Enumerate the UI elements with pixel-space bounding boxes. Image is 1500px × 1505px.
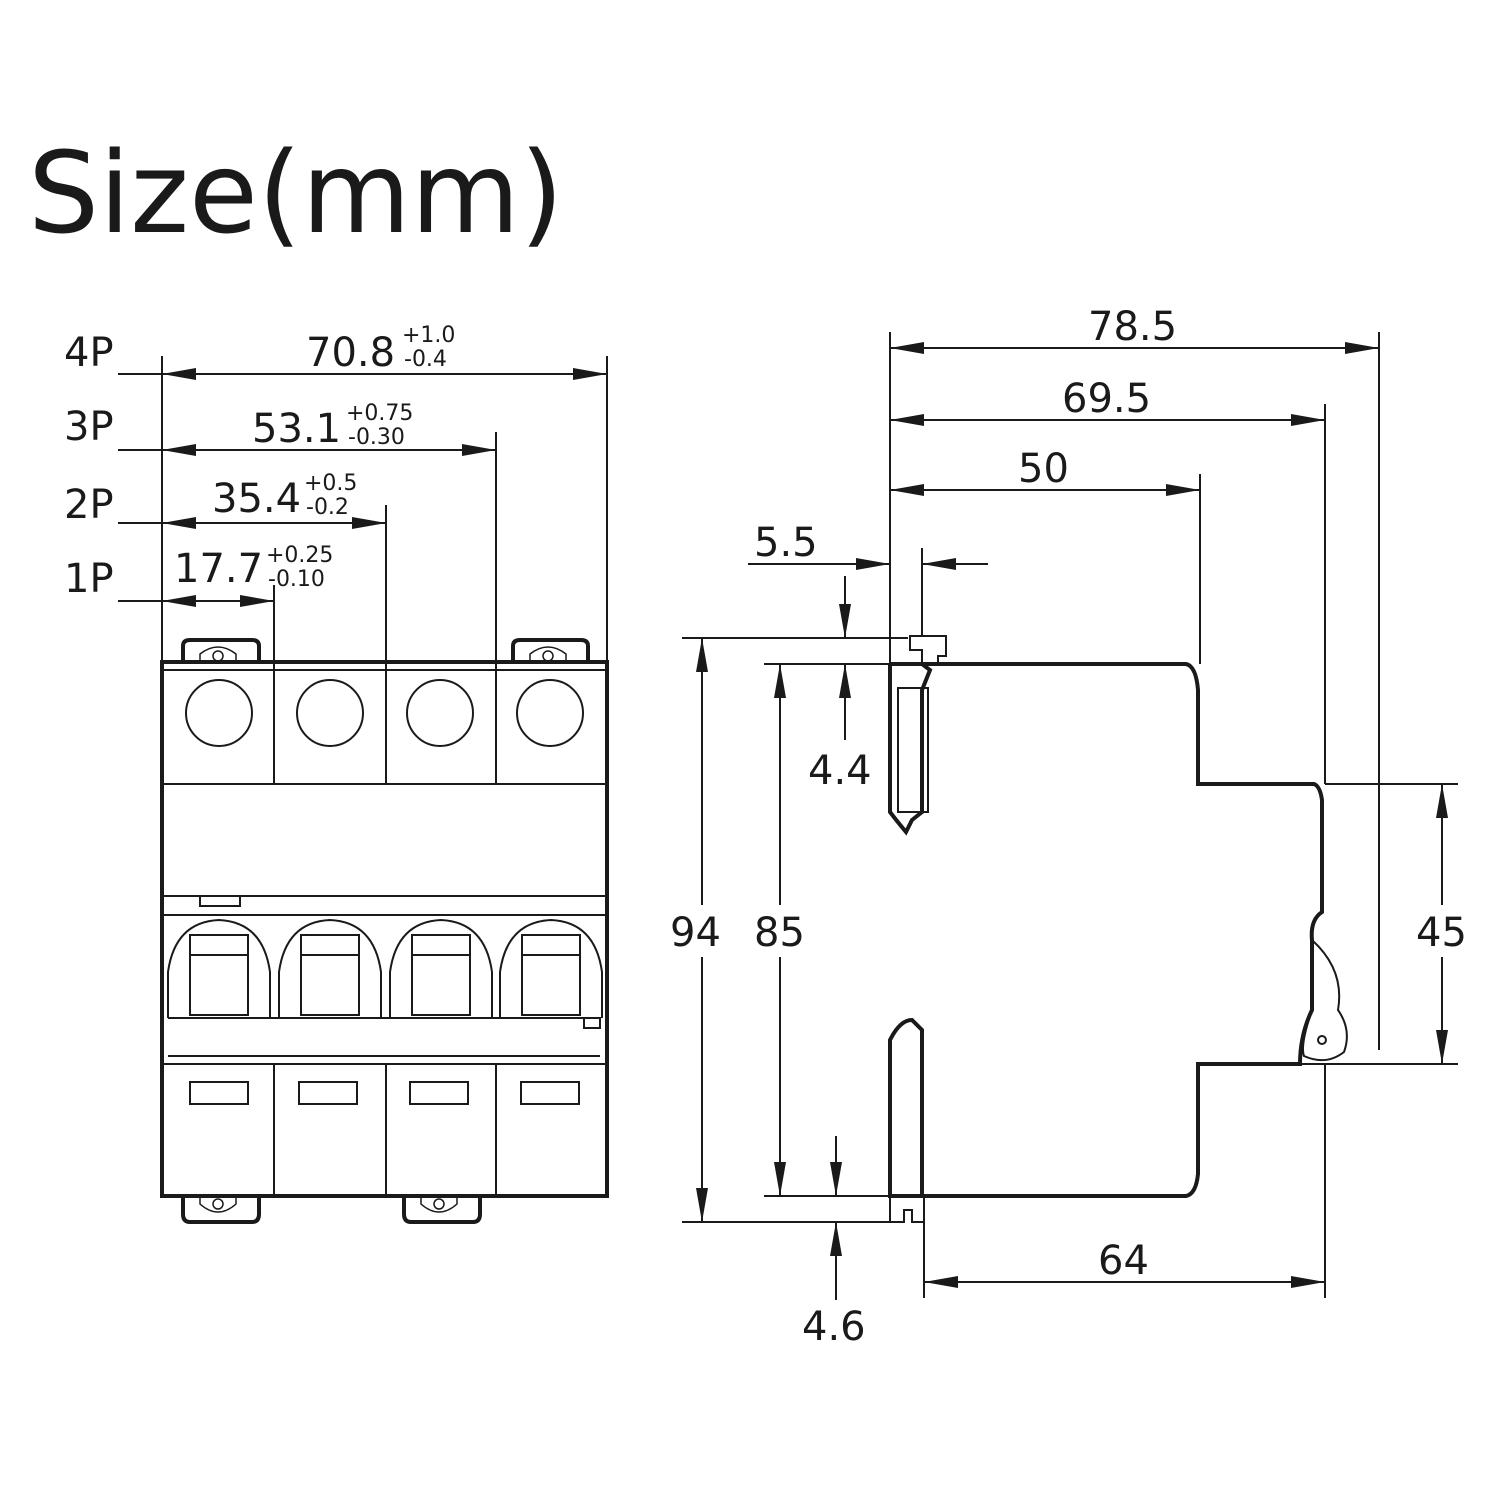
dimension-4p: 4P 70.8 +1.0 -0.4 (64, 323, 607, 380)
toggle-handle-1 (167, 918, 271, 1018)
dimension-1p: 1P 17.7 +0.25 -0.10 (64, 543, 333, 607)
pole-label-4p: 4P (64, 330, 114, 376)
window-4 (520, 1081, 580, 1105)
side-view-breaker (888, 635, 1348, 1223)
width-4p-tol-plus: +1.0 (402, 323, 455, 348)
depth-mid-value: 69.5 (1062, 376, 1151, 422)
toggle-handle-2 (278, 918, 382, 1018)
bottom-gap-value: 4.6 (802, 1304, 866, 1350)
width-1p-tol-minus: -0.10 (268, 567, 325, 592)
toggle-handles (167, 918, 603, 1018)
window-1 (189, 1081, 249, 1105)
bottom-clip-middle (402, 1196, 482, 1224)
depth-total-value: 78.5 (1088, 304, 1177, 350)
terminal-screw-1 (185, 679, 253, 747)
front-height-value: 45 (1416, 910, 1467, 956)
side-bottom-latch (888, 1017, 924, 1198)
pole-label-3p: 3P (64, 404, 114, 450)
front-view-breaker (160, 638, 609, 1224)
width-3p-value: 53.1 (252, 406, 341, 452)
breaker-front-outline (160, 660, 609, 1198)
width-2p-value: 35.4 (212, 476, 301, 522)
side-profile-outline (922, 662, 1324, 1198)
front-view-dimensions: 4P 70.8 +1.0 -0.4 3P 53.1 +0.75 -0.30 2P… (64, 323, 608, 662)
toggle-handle-4 (499, 918, 603, 1018)
page-title: Size(mm) (28, 129, 564, 259)
height-body-value: 85 (754, 910, 805, 956)
rail-offset-value: 5.5 (754, 520, 818, 566)
width-2p-tol-minus: -0.2 (306, 495, 349, 520)
side-top-latch (888, 662, 933, 836)
width-3p-tol-plus: +0.75 (346, 401, 413, 426)
pole-label-1p: 1P (64, 556, 114, 602)
top-clip-right (511, 638, 590, 662)
terminal-screw-2 (296, 679, 364, 747)
top-gap-value: 4.4 (808, 748, 872, 794)
depth-from-rail-value: 64 (1098, 1238, 1149, 1284)
width-1p-tol-plus: +0.25 (266, 543, 333, 568)
bottom-clip-left (181, 1196, 261, 1224)
side-view-dimensions: 78.5 69.5 50 5.5 4.4 94 (664, 304, 1476, 1350)
side-toggle-lever (1302, 939, 1348, 1062)
width-2p-tol-plus: +0.5 (304, 471, 357, 496)
terminal-screw-4 (516, 679, 584, 747)
width-1p-value: 17.7 (174, 546, 263, 592)
top-clip-left (181, 638, 261, 662)
dimension-3p: 3P 53.1 +0.75 -0.30 (64, 401, 496, 456)
width-4p-value: 70.8 (306, 330, 395, 376)
window-3 (409, 1081, 469, 1105)
depth-front-value: 50 (1018, 446, 1069, 492)
pole-label-2p: 2P (64, 482, 114, 528)
width-3p-tol-minus: -0.30 (348, 425, 405, 450)
side-bottom-foot (889, 1196, 925, 1223)
toggle-handle-3 (389, 918, 493, 1018)
side-top-hook (909, 635, 947, 665)
window-2 (298, 1081, 358, 1105)
height-total-value: 94 (670, 910, 721, 956)
dimension-2p: 2P 35.4 +0.5 -0.2 (64, 471, 386, 529)
width-4p-tol-minus: -0.4 (404, 347, 447, 372)
terminal-screw-3 (406, 679, 474, 747)
